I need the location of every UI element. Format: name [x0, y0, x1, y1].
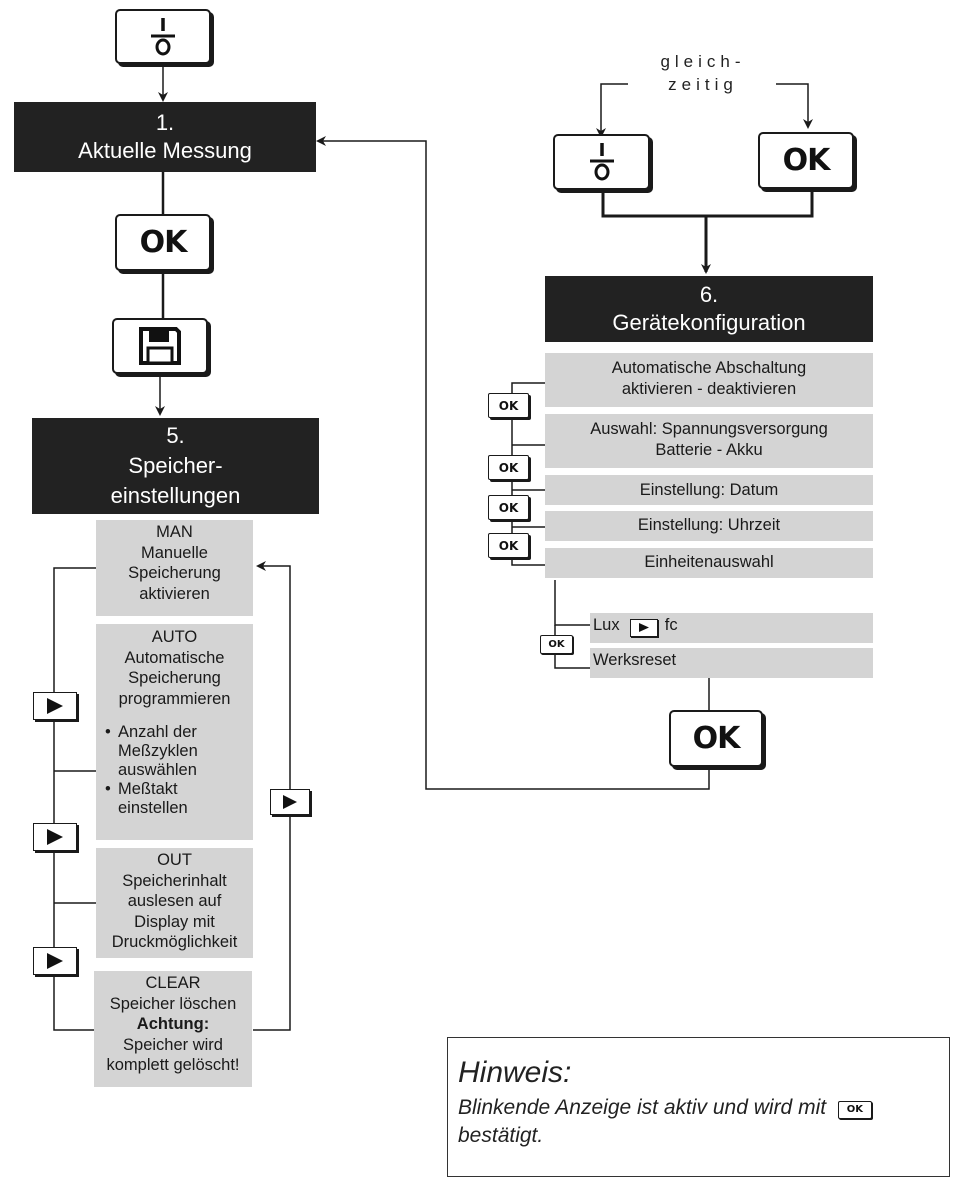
mode-auto-bullet: • Meßtakt einstellen [105, 780, 188, 817]
mode-clear-box: CLEAR Speicher löschen Achtung: Speicher… [94, 971, 252, 1087]
arrow-simul-right [776, 83, 813, 129]
mode-loop-left [53, 567, 96, 1031]
step6-title: Gerätekonfiguration [612, 310, 806, 335]
ok-key-right-top[interactable]: OK [758, 132, 854, 189]
play-triangle-icon [47, 698, 63, 714]
hint-box: Hinweis: Blinkende Anzeige ist aktiv und… [447, 1037, 950, 1177]
step5-box: 5. Speicher- einstellungen [32, 418, 319, 514]
ok-key-right-bottom[interactable]: OK [669, 710, 763, 767]
mode-clear-warning-text: Speicher wird komplett gelöscht! [106, 1035, 240, 1075]
power-key-right[interactable] [553, 134, 650, 190]
ok-key-small-4[interactable]: OK [488, 533, 529, 558]
mode-auto-bullet1: Anzahl der Meßzyklen auswählen [118, 723, 198, 779]
step5-number: 5. [166, 423, 185, 448]
lux-fc-toggle-key[interactable] [630, 618, 659, 637]
next-key-2[interactable] [33, 823, 77, 851]
ok-key-label: OK [498, 500, 519, 515]
save-key[interactable] [112, 318, 208, 374]
mode-clear-text: Speicher löschen [109, 994, 237, 1013]
step1-box: 1. Aktuelle Messung [14, 102, 316, 172]
mode-auto-bullet: • Anzahl der Meßzyklen auswählen [105, 723, 198, 779]
unit-fc-label: fc [664, 616, 678, 634]
ok-key-inline: OK [837, 1101, 872, 1119]
play-triangle-icon [639, 623, 650, 632]
play-triangle-icon [47, 953, 63, 969]
mode-out-head: OUT [157, 851, 192, 869]
step6-number: 6. [699, 282, 719, 307]
hint-text: Blinkende Anzeige ist aktiv und wird mit… [458, 1094, 949, 1150]
hint-text-part2: bestätigt. [458, 1124, 544, 1147]
next-key-1[interactable] [33, 692, 77, 720]
ok-key-label: OK [548, 639, 565, 650]
ok-key-label: OK [782, 143, 831, 178]
play-triangle-icon [283, 795, 297, 809]
mode-clear-head: CLEAR [145, 974, 201, 992]
mode-out-box: OUT Speicherinhalt auslesen auf Display … [96, 848, 253, 958]
ok-key-label: OK [692, 721, 741, 756]
mode-auto-text: Automatische Speicherung programmieren [118, 648, 231, 708]
mode-auto-box: AUTO Automatische Speicherung programmie… [96, 624, 253, 840]
power-on-off-icon [151, 17, 175, 55]
ok-key-label: OK [139, 225, 188, 260]
arrow-simul-left [596, 83, 628, 138]
config-item-time: Einstellung: Uhrzeit [545, 511, 873, 541]
merge-keys [601, 192, 814, 218]
ok-key-label: OK [846, 1104, 864, 1115]
mode-auto-bullet2: Meßtakt einstellen [118, 780, 188, 817]
simultaneous-label: gleich- zeitig [660, 52, 746, 94]
step5-title-line1: Speicher- [128, 453, 223, 478]
ok-key-label: OK [498, 538, 519, 553]
config-item-power-supply: Auswahl: Spannungsversorgung Batterie - … [545, 414, 873, 468]
power-on-off-icon [589, 143, 614, 181]
hint-text-part1: Blinkende Anzeige ist aktiv und wird mit [458, 1096, 827, 1119]
ok-key-small-units[interactable]: OK [540, 635, 573, 654]
step5-title-line2: einstellungen [110, 483, 241, 508]
step1-number: 1. [155, 110, 175, 135]
mode-man-box: MAN Manuelle Speicherung aktivieren [96, 520, 253, 616]
mode-man-text: Manuelle Speicherung aktivieren [128, 543, 221, 603]
mode-clear-warning-head: Achtung: [136, 1015, 210, 1033]
unit-lux-label: Lux [593, 616, 620, 634]
ok-key-small-1[interactable]: OK [488, 393, 529, 418]
hint-title: Hinweis: [458, 1056, 572, 1089]
play-triangle-icon [47, 829, 63, 845]
step6-box: 6. Gerätekonfiguration [545, 276, 873, 342]
next-key-return[interactable] [270, 789, 310, 815]
mode-man-head: MAN [156, 523, 193, 541]
unit-item-factory-reset: Werksreset [590, 648, 873, 678]
step1-title: Aktuelle Messung [78, 138, 252, 163]
floppy-disk-icon [139, 327, 181, 365]
config-item-auto-off: Automatische Abschaltung aktivieren - de… [545, 353, 873, 407]
ok-key-label: OK [498, 398, 519, 413]
ok-key-small-2[interactable]: OK [488, 455, 529, 480]
ok-key-small-3[interactable]: OK [488, 495, 529, 520]
return-to-step1 [316, 136, 710, 790]
unit-item-lux-fc: Lux fc [590, 613, 873, 643]
next-key-3[interactable] [33, 947, 77, 975]
ok-key-label: OK [498, 460, 519, 475]
mode-out-text: Speicherinhalt auslesen auf Display mit … [111, 871, 238, 952]
unit-ladder-top [554, 580, 590, 626]
config-item-units: Einheitenauswahl [545, 548, 873, 578]
ok-key-left[interactable]: OK [115, 214, 211, 271]
power-key-top[interactable] [115, 9, 211, 64]
mode-auto-head: AUTO [151, 628, 198, 646]
config-item-date: Einstellung: Datum [545, 475, 873, 505]
